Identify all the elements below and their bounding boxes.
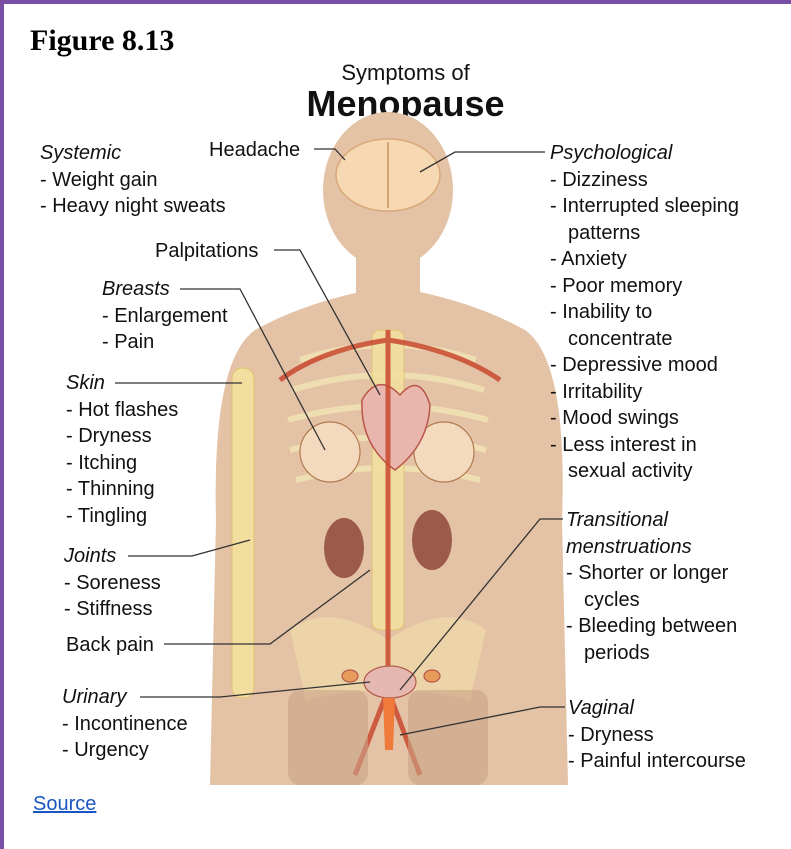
transitional-item: - Shorter or longer (566, 560, 737, 587)
psychological-heading: Psychological (550, 140, 739, 167)
systemic-item: - Weight gain (40, 167, 226, 194)
palpitations-label: Palpitations (155, 240, 258, 263)
skin-item: - Dryness (66, 423, 178, 450)
skin-heading: Skin (66, 370, 178, 397)
psychological-item: - Mood swings (550, 405, 739, 432)
transitional-item: - Bleeding between (566, 613, 737, 640)
breasts-item: - Pain (102, 329, 228, 356)
psychological-item: - Poor memory (550, 273, 739, 300)
psychological-item-continued: concentrate (550, 326, 739, 353)
psychological-item: - Interrupted sleeping (550, 193, 739, 220)
systemic-heading: Systemic (40, 140, 226, 167)
joints-heading: Joints (64, 543, 161, 570)
psychological-item: - Irritability (550, 379, 739, 406)
skin-item: - Hot flashes (66, 397, 178, 424)
transitional-heading-line2: menstruations (566, 534, 737, 561)
skin-item: - Tingling (66, 503, 178, 530)
transitional-item-continued: cycles (566, 587, 737, 614)
back-pain-label: Back pain (66, 634, 154, 657)
urinary-group: Urinary - Incontinence - Urgency (62, 684, 188, 764)
psychological-item: - Depressive mood (550, 352, 739, 379)
urinary-heading: Urinary (62, 684, 188, 711)
transitional-heading: Transitional (566, 507, 737, 534)
vaginal-heading: Vaginal (568, 695, 746, 722)
psychological-item-continued: patterns (550, 220, 739, 247)
transitional-item-continued: periods (566, 640, 737, 667)
vaginal-item: - Dryness (568, 722, 746, 749)
joints-item: - Stiffness (64, 596, 161, 623)
breasts-heading: Breasts (102, 276, 228, 303)
source-link[interactable]: Source (33, 793, 96, 816)
psychological-item: - Less interest in (550, 432, 739, 459)
joints-item: - Soreness (64, 570, 161, 597)
skin-group: Skin - Hot flashes - Dryness - Itching -… (66, 370, 178, 529)
psychological-item: - Dizziness (550, 167, 739, 194)
skin-item: - Thinning (66, 476, 178, 503)
vaginal-item: - Painful intercourse (568, 748, 746, 775)
systemic-item: - Heavy night sweats (40, 193, 226, 220)
systemic-group: Systemic - Weight gain - Heavy night swe… (40, 140, 226, 220)
skin-item: - Itching (66, 450, 178, 477)
breasts-item: - Enlargement (102, 303, 228, 330)
psychological-item-continued: sexual activity (550, 458, 739, 485)
arm-bone (232, 368, 254, 698)
breasts-group: Breasts - Enlargement - Pain (102, 276, 228, 356)
joints-group: Joints - Soreness - Stiffness (64, 543, 161, 623)
transitional-group: Transitional menstruations - Shorter or … (566, 507, 737, 666)
vaginal-group: Vaginal - Dryness - Painful intercourse (568, 695, 746, 775)
psychological-group: Psychological - Dizziness - Interrupted … (550, 140, 739, 485)
brain (336, 139, 440, 211)
urinary-item: - Urgency (62, 737, 188, 764)
psychological-item: - Inability to (550, 299, 739, 326)
psychological-item: - Anxiety (550, 246, 739, 273)
urinary-item: - Incontinence (62, 711, 188, 738)
